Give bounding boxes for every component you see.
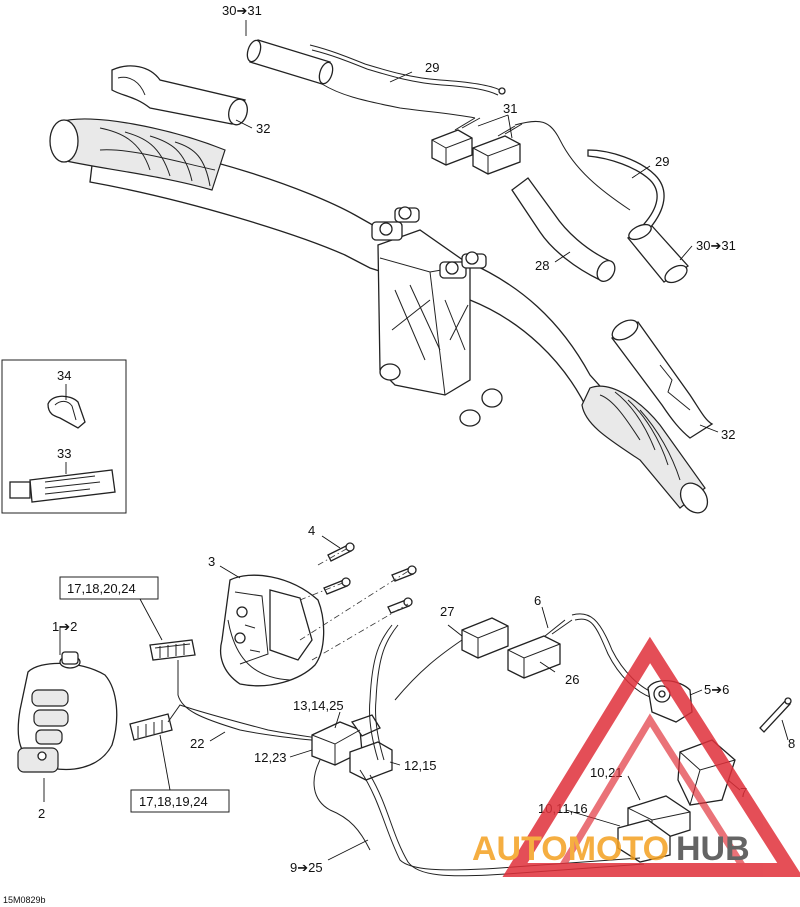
connector-block-12	[311, 714, 393, 781]
label-6: 6	[534, 593, 541, 608]
grip-tube-28	[511, 177, 616, 282]
label-30-31-top: 30➔31	[222, 3, 262, 18]
label-32-top: 32	[256, 121, 270, 136]
label-1-2: 1➔2	[52, 619, 77, 634]
connector-17-bottom	[129, 713, 173, 741]
connector-31	[431, 117, 631, 211]
connector-10	[617, 795, 691, 863]
label-box-top-text: 17,18,20,24	[67, 581, 136, 596]
label-29-top: 29	[425, 60, 439, 75]
screws-4	[299, 542, 417, 661]
connector-17-top	[149, 639, 196, 661]
harness-9	[313, 624, 645, 877]
pin-8	[759, 697, 792, 733]
label-8: 8	[788, 736, 795, 751]
label-12-23: 12,23	[254, 750, 287, 765]
housing-3	[219, 574, 325, 687]
reference-code: 15M0829b	[3, 895, 46, 905]
leader-lines	[43, 20, 789, 861]
label-26: 26	[565, 672, 579, 687]
heater-sleeve-right	[626, 223, 689, 284]
heater-element-top	[246, 39, 506, 119]
grip-tube-right	[611, 319, 714, 439]
clamp-34	[47, 395, 86, 429]
heater-element-right	[587, 149, 665, 229]
switch-housing	[17, 651, 118, 773]
label-22: 22	[190, 736, 204, 751]
watermark-logo: AUTOMOTO HUB	[472, 636, 800, 877]
label-32-right: 32	[721, 427, 735, 442]
label-12-15: 12,15	[404, 758, 437, 773]
grip-tube-top	[111, 65, 248, 126]
label-31: 31	[503, 101, 517, 116]
adhesive-tube-33	[9, 469, 116, 503]
label-33: 33	[57, 446, 71, 461]
label-30-31-right: 30➔31	[696, 238, 736, 253]
connector-27	[461, 617, 509, 659]
label-9-25: 9➔25	[290, 860, 323, 875]
label-13-14-25: 13,14,25	[293, 698, 344, 713]
label-5-6: 5➔6	[704, 682, 729, 697]
label-27: 27	[440, 604, 454, 619]
label-29-right: 29	[655, 154, 669, 169]
label-box-top	[59, 576, 159, 600]
handlebar	[49, 118, 709, 514]
watermark-brand-right: HUB	[676, 830, 750, 868]
label-box-bottom	[130, 789, 230, 813]
label-4: 4	[308, 523, 315, 538]
label-2: 2	[38, 806, 45, 821]
label-28: 28	[535, 258, 549, 273]
label-box-bottom-text: 17,18,19,24	[139, 794, 208, 809]
label-34: 34	[57, 368, 71, 383]
watermark-brand-left: AUTOMOTO	[472, 830, 669, 868]
label-3: 3	[208, 554, 215, 569]
connector-26	[507, 619, 573, 679]
